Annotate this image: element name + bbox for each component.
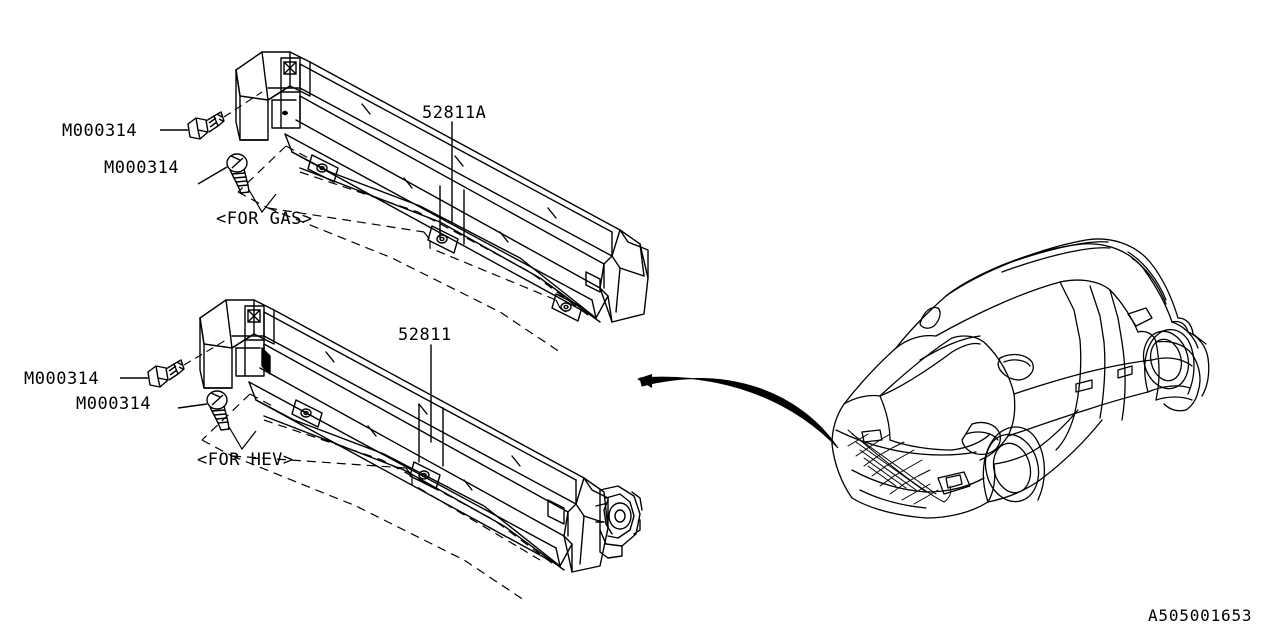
gas-beam-right-bracket — [585, 271, 601, 293]
vehicle-roof — [945, 238, 1194, 335]
vehicle-front-wheel — [982, 426, 1046, 503]
label-part-52811a: 52811A — [422, 103, 487, 123]
label-variant-for-hev: <FOR HEV> — [197, 450, 294, 470]
gas-beam-mount-plate — [267, 57, 301, 129]
hev-part-leader-line — [418, 344, 444, 467]
hev-beam-right-end-cap — [547, 477, 609, 573]
gas-beam-left-end-cap — [235, 51, 311, 141]
vehicle-front-bumper — [831, 395, 1002, 519]
hev-round-bolt-connector — [228, 426, 257, 451]
label-part-52811: 52811 — [398, 325, 452, 345]
vehicle-body-side — [979, 339, 1160, 503]
fastener-m000314-gas-round[interactable] — [226, 153, 250, 194]
fastener-m000314-gas-hex[interactable] — [187, 111, 225, 140]
vehicle-rear-section — [1147, 321, 1210, 412]
gas-beam-assembly[interactable] — [235, 51, 649, 323]
vehicle-rear-wheel — [1142, 329, 1195, 395]
vehicle-glass — [895, 279, 1157, 349]
gas-beam-mount-tab-1 — [307, 154, 339, 183]
label-m000314-hev-upper: M000314 — [24, 369, 100, 389]
vehicle-hood — [843, 335, 987, 405]
gas-beam-top-face — [299, 61, 621, 257]
gas-round-bolt-connector — [248, 189, 277, 214]
vehicle-illustration[interactable] — [831, 238, 1210, 519]
gas-beam-mount-tab-2 — [427, 225, 459, 254]
diagram-id-code: A505001653 — [1148, 606, 1253, 625]
installation-location-arrow — [637, 374, 839, 449]
fastener-m000314-hev-round[interactable] — [206, 390, 230, 431]
hev-beam-left-end-cap — [199, 299, 275, 389]
hev-beam-top-face — [263, 309, 585, 505]
hev-beam-mount-tab-1 — [291, 399, 323, 428]
hev-fastener-leaders — [120, 377, 208, 409]
vehicle-antenna — [919, 306, 941, 329]
fastener-m000314-hev-hex[interactable] — [147, 359, 185, 388]
gas-beam-right-end-cap — [595, 229, 649, 323]
hev-beam-front-face — [248, 343, 569, 567]
vehicle-roof-rails — [999, 241, 1167, 305]
gas-hex-bolt-connector — [223, 91, 263, 118]
hev-beam-lower-skirt — [255, 399, 565, 571]
gas-part-leader-line — [439, 121, 465, 245]
label-variant-for-gas: <FOR GAS> — [216, 209, 313, 229]
hev-beam-assembly[interactable] — [199, 299, 643, 573]
vehicle-grille-mesh — [847, 429, 952, 505]
label-m000314-gas-upper: M000314 — [62, 121, 138, 141]
label-m000314-hev-lower: M000314 — [76, 394, 152, 414]
hev-assembly-guide-lines — [201, 393, 557, 601]
hev-hex-bolt-connector — [183, 339, 227, 366]
gas-assembly-guide-lines — [237, 145, 593, 353]
gas-fastener-leaders — [160, 129, 228, 185]
label-m000314-gas-lower: M000314 — [104, 158, 180, 178]
gas-beam-front-face — [284, 95, 605, 319]
gas-beam-mount-tab-3 — [551, 293, 583, 322]
hev-beam-sensor-housing — [595, 485, 643, 559]
